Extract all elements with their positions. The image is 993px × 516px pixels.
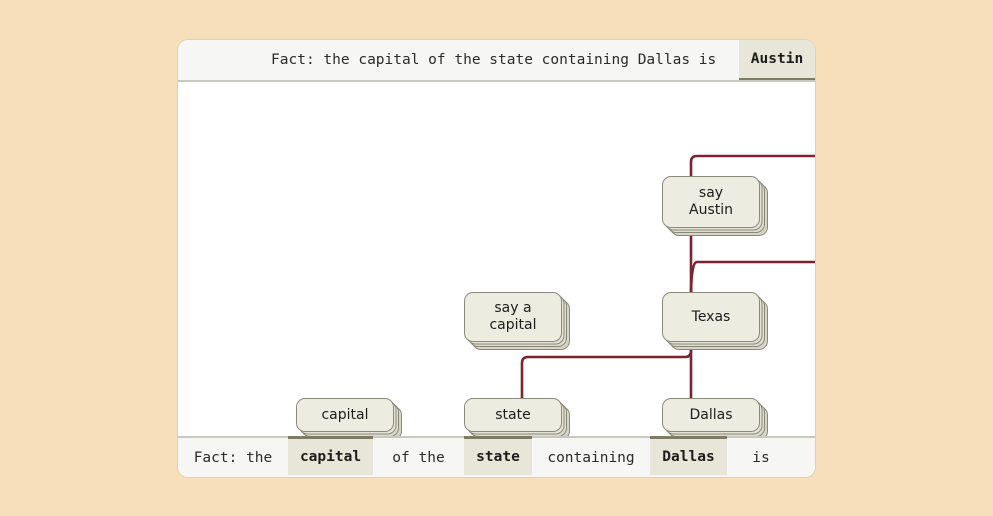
fact-statement-bar: Fact: the capital of the state containin…: [178, 40, 815, 82]
node-capital[interactable]: capital: [296, 398, 402, 440]
input-token-fact-the: Fact: the: [193, 449, 273, 466]
node-label: say Austin: [662, 176, 760, 228]
node-label: capital: [296, 398, 394, 432]
fact-prefix-text: Fact: the capital of the state containin…: [271, 52, 725, 68]
node-label: Texas: [662, 292, 760, 342]
edge-wires: [512, 154, 815, 477]
node-label: say a capital: [464, 292, 562, 342]
edge-say-a-capital-to-answer: [689, 154, 815, 332]
answer-token-austin[interactable]: Austin: [739, 40, 815, 80]
node-label: state: [464, 398, 562, 432]
graph-canvas: capital state Dallas say a capital: [178, 80, 815, 477]
node-say-austin[interactable]: say Austin: [662, 176, 768, 236]
input-token-is: is: [752, 449, 770, 466]
input-token-dallas[interactable]: Dallas: [650, 436, 727, 475]
input-token-of-the: of the: [392, 449, 445, 466]
node-state[interactable]: state: [464, 398, 570, 440]
input-token-containing: containing: [547, 449, 635, 466]
input-token-state[interactable]: state: [464, 436, 532, 475]
node-texas[interactable]: Texas: [662, 292, 768, 350]
node-say-a-capital[interactable]: say a capital: [464, 292, 570, 350]
input-token-bar: Fact: the capital of the state containing Dal…: [178, 436, 815, 477]
node-dallas[interactable]: Dallas: [662, 398, 768, 440]
input-token-capital[interactable]: capital: [288, 436, 373, 475]
attribution-graph-card: Fact: the capital of the state containin…: [178, 40, 815, 477]
node-label: Dallas: [662, 398, 760, 432]
edge-say-a-capital-rail: [689, 260, 815, 299]
